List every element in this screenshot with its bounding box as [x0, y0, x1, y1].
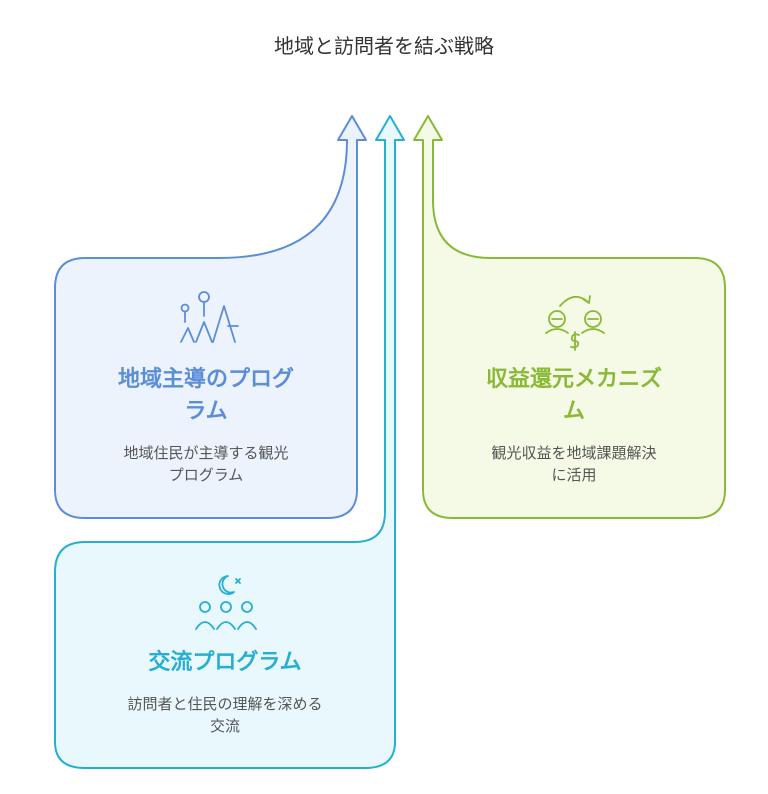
card-desc-line: 地域住民が主導する観光 [123, 444, 289, 462]
card-desc-line: 交流 [209, 717, 240, 735]
card-desc-line: 訪問者と住民の理解を深める [127, 695, 323, 713]
card-local-program-shape [54, 115, 367, 519]
card-title-line: ラム [184, 399, 228, 424]
card-desc-line: 観光収益を地域課題解決 [491, 444, 657, 462]
card-title-line: ム [562, 399, 585, 424]
card-desc-line: に活用 [551, 466, 597, 484]
card-revenue-mechanism: 収益還元メカニズ ム 観光収益を地域課題解決 に活用 [438, 364, 710, 486]
money-exchange-icon [545, 295, 605, 351]
card-title-line: 地域主導のプログ [117, 367, 294, 392]
card-local-program: 地域主導のプログ ラム 地域住民が主導する観光 プログラム [70, 364, 342, 486]
card-exchange-program: 交流プログラム 訪問者と住民の理解を深める 交流 [70, 647, 380, 737]
card-title-line: 収益還元メカニズ [485, 367, 662, 392]
people-mountains-icon [180, 291, 239, 343]
diagram-title: 地域と訪問者を結ぶ戦略 [274, 34, 494, 58]
card-title-line: 交流プログラム [148, 650, 302, 675]
card-exchange-shape [54, 115, 405, 769]
card-desc-line: プログラム [168, 466, 244, 484]
card-revenue-shape [413, 115, 726, 519]
community-moon-icon [195, 575, 257, 630]
